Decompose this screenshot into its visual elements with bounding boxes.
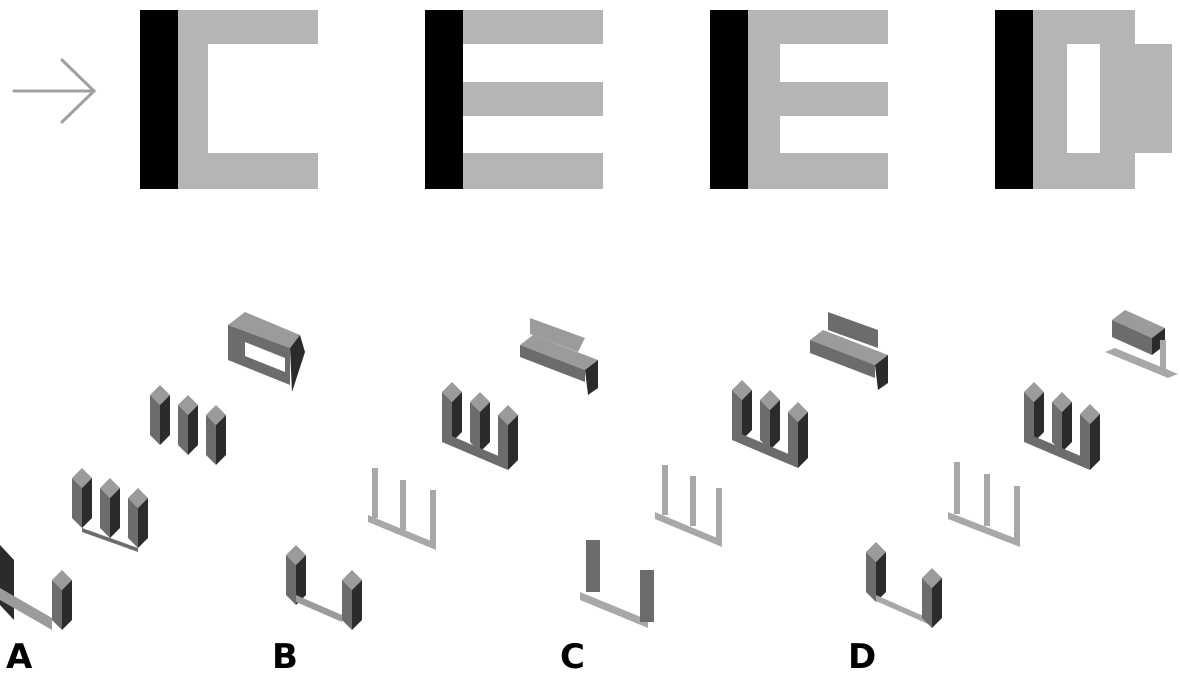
option-label-c[interactable]: C <box>560 640 585 674</box>
option-a-figures <box>0 312 305 630</box>
option-c-figures <box>580 312 888 628</box>
option-label-d[interactable]: D <box>848 640 876 674</box>
option-label-b[interactable]: B <box>272 640 298 674</box>
option-d-figures <box>866 310 1178 628</box>
view-1-c-shape <box>140 10 318 189</box>
view-3-e-shape <box>710 10 888 189</box>
option-label-a[interactable]: A <box>6 640 32 674</box>
arrow-right-icon <box>14 60 94 122</box>
view-4-rect-shape <box>995 10 1172 189</box>
view-2-e-shape <box>425 10 603 189</box>
option-b-figures <box>286 318 598 630</box>
